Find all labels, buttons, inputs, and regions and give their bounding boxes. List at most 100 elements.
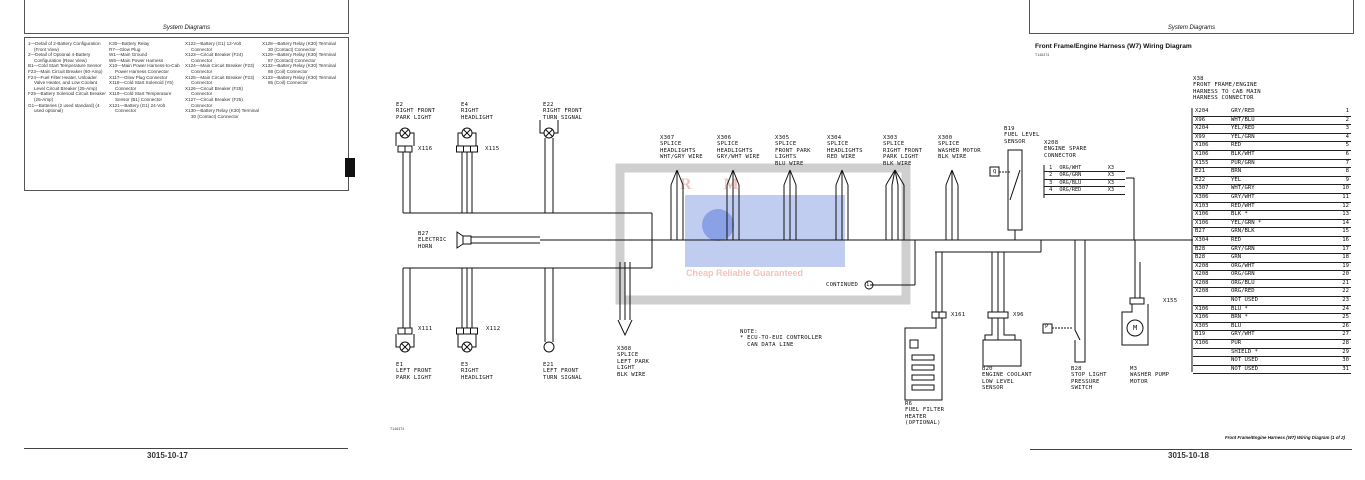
legend-item: R7—Glow Plug (109, 46, 141, 52)
x38-wire-cell: PUR/GRN (1229, 159, 1329, 169)
left-page-header: System Diagrams (24, 0, 349, 34)
x38-from-cell: X106 (1193, 150, 1229, 160)
left-footer-rule (24, 448, 348, 449)
x38-pin-cell: 22 (1329, 287, 1351, 298)
x208-cell: ORG/WHT (1057, 165, 1106, 173)
x38-from-cell: X99 (1193, 133, 1229, 143)
x38-title: X38 FRONT FRAME/ENGINE HARNESS TO CAB MA… (1193, 76, 1261, 102)
page-tab (345, 158, 355, 177)
splice-icon (726, 169, 740, 240)
x304-label: X304 SPLICE HEADLIGHTS RED WIRE (827, 135, 863, 161)
e3-label: E3 RIGHT HEADLIGHT (461, 362, 494, 381)
x38-from-cell: X306 (1193, 193, 1229, 203)
x38-row: SHIELD *29 (1193, 348, 1351, 358)
continued-label: CONTINUED (826, 282, 859, 288)
x208-cell: 1 (1044, 165, 1058, 173)
left-page-number: 3015-10-17 (147, 451, 188, 460)
x38-from-cell: X208 (1193, 270, 1229, 280)
x38-wire-cell: ORG/WHT (1229, 262, 1329, 272)
x208-cell: 3 (1044, 179, 1058, 188)
x38-pin-cell: 7 (1329, 159, 1351, 169)
legend-item: X130—Battery Relay (K30) Terminal 30 (Co… (185, 108, 259, 119)
x38-wire-cell: BLU * (1229, 305, 1329, 315)
x38-pin-cell: 20 (1329, 270, 1351, 280)
x38-from-cell: X96 (1193, 116, 1229, 126)
x38-from-cell: B28 (1193, 253, 1229, 263)
x208-cell: ORG/GRN (1057, 171, 1106, 180)
b19-q-symbol: Q (993, 169, 997, 175)
legend-item: X124—Main Circuit Breaker (F23) Connecto… (185, 63, 255, 74)
continued-ref: 1 (866, 282, 870, 288)
x38-pin-cell: 13 (1329, 210, 1351, 220)
x38-from-cell: X106 (1193, 219, 1229, 229)
x38-pin-cell: 28 (1329, 339, 1351, 349)
x96-connector-label: X96 (1013, 312, 1024, 318)
x208-cell: X3 (1105, 165, 1125, 173)
r6-label: R6 FUEL FILTER HEATER (OPTIONAL) (905, 401, 945, 427)
x38-from-cell: X103 (1193, 202, 1229, 212)
x38-pin-cell: 11 (1329, 193, 1351, 203)
legend-item: X123—Circuit Breaker (F24) Connector (185, 52, 243, 63)
x38-wire-cell: PUR (1229, 339, 1329, 349)
x208-cell: 2 (1044, 171, 1058, 180)
legend-item: X133—Battery Relay (K30) Terminal 85 (Co… (262, 74, 336, 86)
lamp-icon (395, 327, 415, 353)
x38-from-cell: E22 (1193, 176, 1229, 186)
x38-from-cell: X305 (1193, 322, 1229, 332)
x208-cell: 4 (1044, 186, 1058, 195)
x38-pin-cell: 9 (1329, 176, 1351, 186)
x38-from-cell: B28 (1193, 245, 1229, 255)
x38-wire-cell: YEL (1229, 176, 1329, 186)
x38-from-cell: X106 (1193, 339, 1229, 349)
legend-item: 1—Detail of 2-Battery Configuration (Fro… (28, 41, 101, 52)
legend-item: X118—Cold Start Solenoid (Y5) Connector (109, 80, 174, 91)
x38-pin-cell: 1 (1329, 108, 1351, 117)
x305-label: X305 SPLICE FRONT PARK LIGHTS BLU WIRE (775, 135, 811, 167)
x38-from-cell (1193, 348, 1229, 358)
x38-pin-cell: 12 (1329, 202, 1351, 212)
x38-wire-cell: NOT USED (1229, 365, 1329, 375)
x38-from-cell: X204 (1193, 124, 1229, 134)
x38-wire-cell: BLK * (1229, 210, 1329, 220)
e21-label: E21 LEFT FRONT TURN SIGNAL (543, 362, 583, 381)
x38-pin-cell: 4 (1329, 133, 1351, 143)
x38-wire-cell: BRN * (1229, 313, 1329, 323)
x38-wire-cell: RED (1229, 236, 1329, 246)
x38-wire-cell: YEL/GRN (1229, 133, 1329, 143)
legend-item: X117—Glow Plug Connector (109, 74, 168, 80)
legend-item: X10—Main Power Harness-to-Cab Power Harn… (109, 63, 180, 74)
legend-item: G1—Batteries (2 used standard) (4 used o… (28, 102, 100, 114)
x38-wire-cell: YEL/GRN * (1229, 219, 1329, 229)
x38-wire-cell: GRN/BLK (1229, 227, 1329, 237)
lamp-icon (456, 327, 478, 353)
x38-from-cell: X307 (1193, 184, 1229, 194)
x38-wire-cell: GRY/GRN (1229, 245, 1329, 255)
legend-column: X128—Battery Relay (K30) Terminal 30 (Co… (262, 41, 340, 86)
x38-wire-cell: RED (1229, 141, 1329, 151)
x38-pin-cell: 26 (1329, 322, 1351, 332)
x38-from-cell: X208 (1193, 279, 1229, 289)
x116-connector-label: X116 (418, 146, 433, 152)
b28-p-symbol: P (1045, 324, 1049, 330)
x38-wire-cell: NOT USED (1229, 296, 1329, 306)
